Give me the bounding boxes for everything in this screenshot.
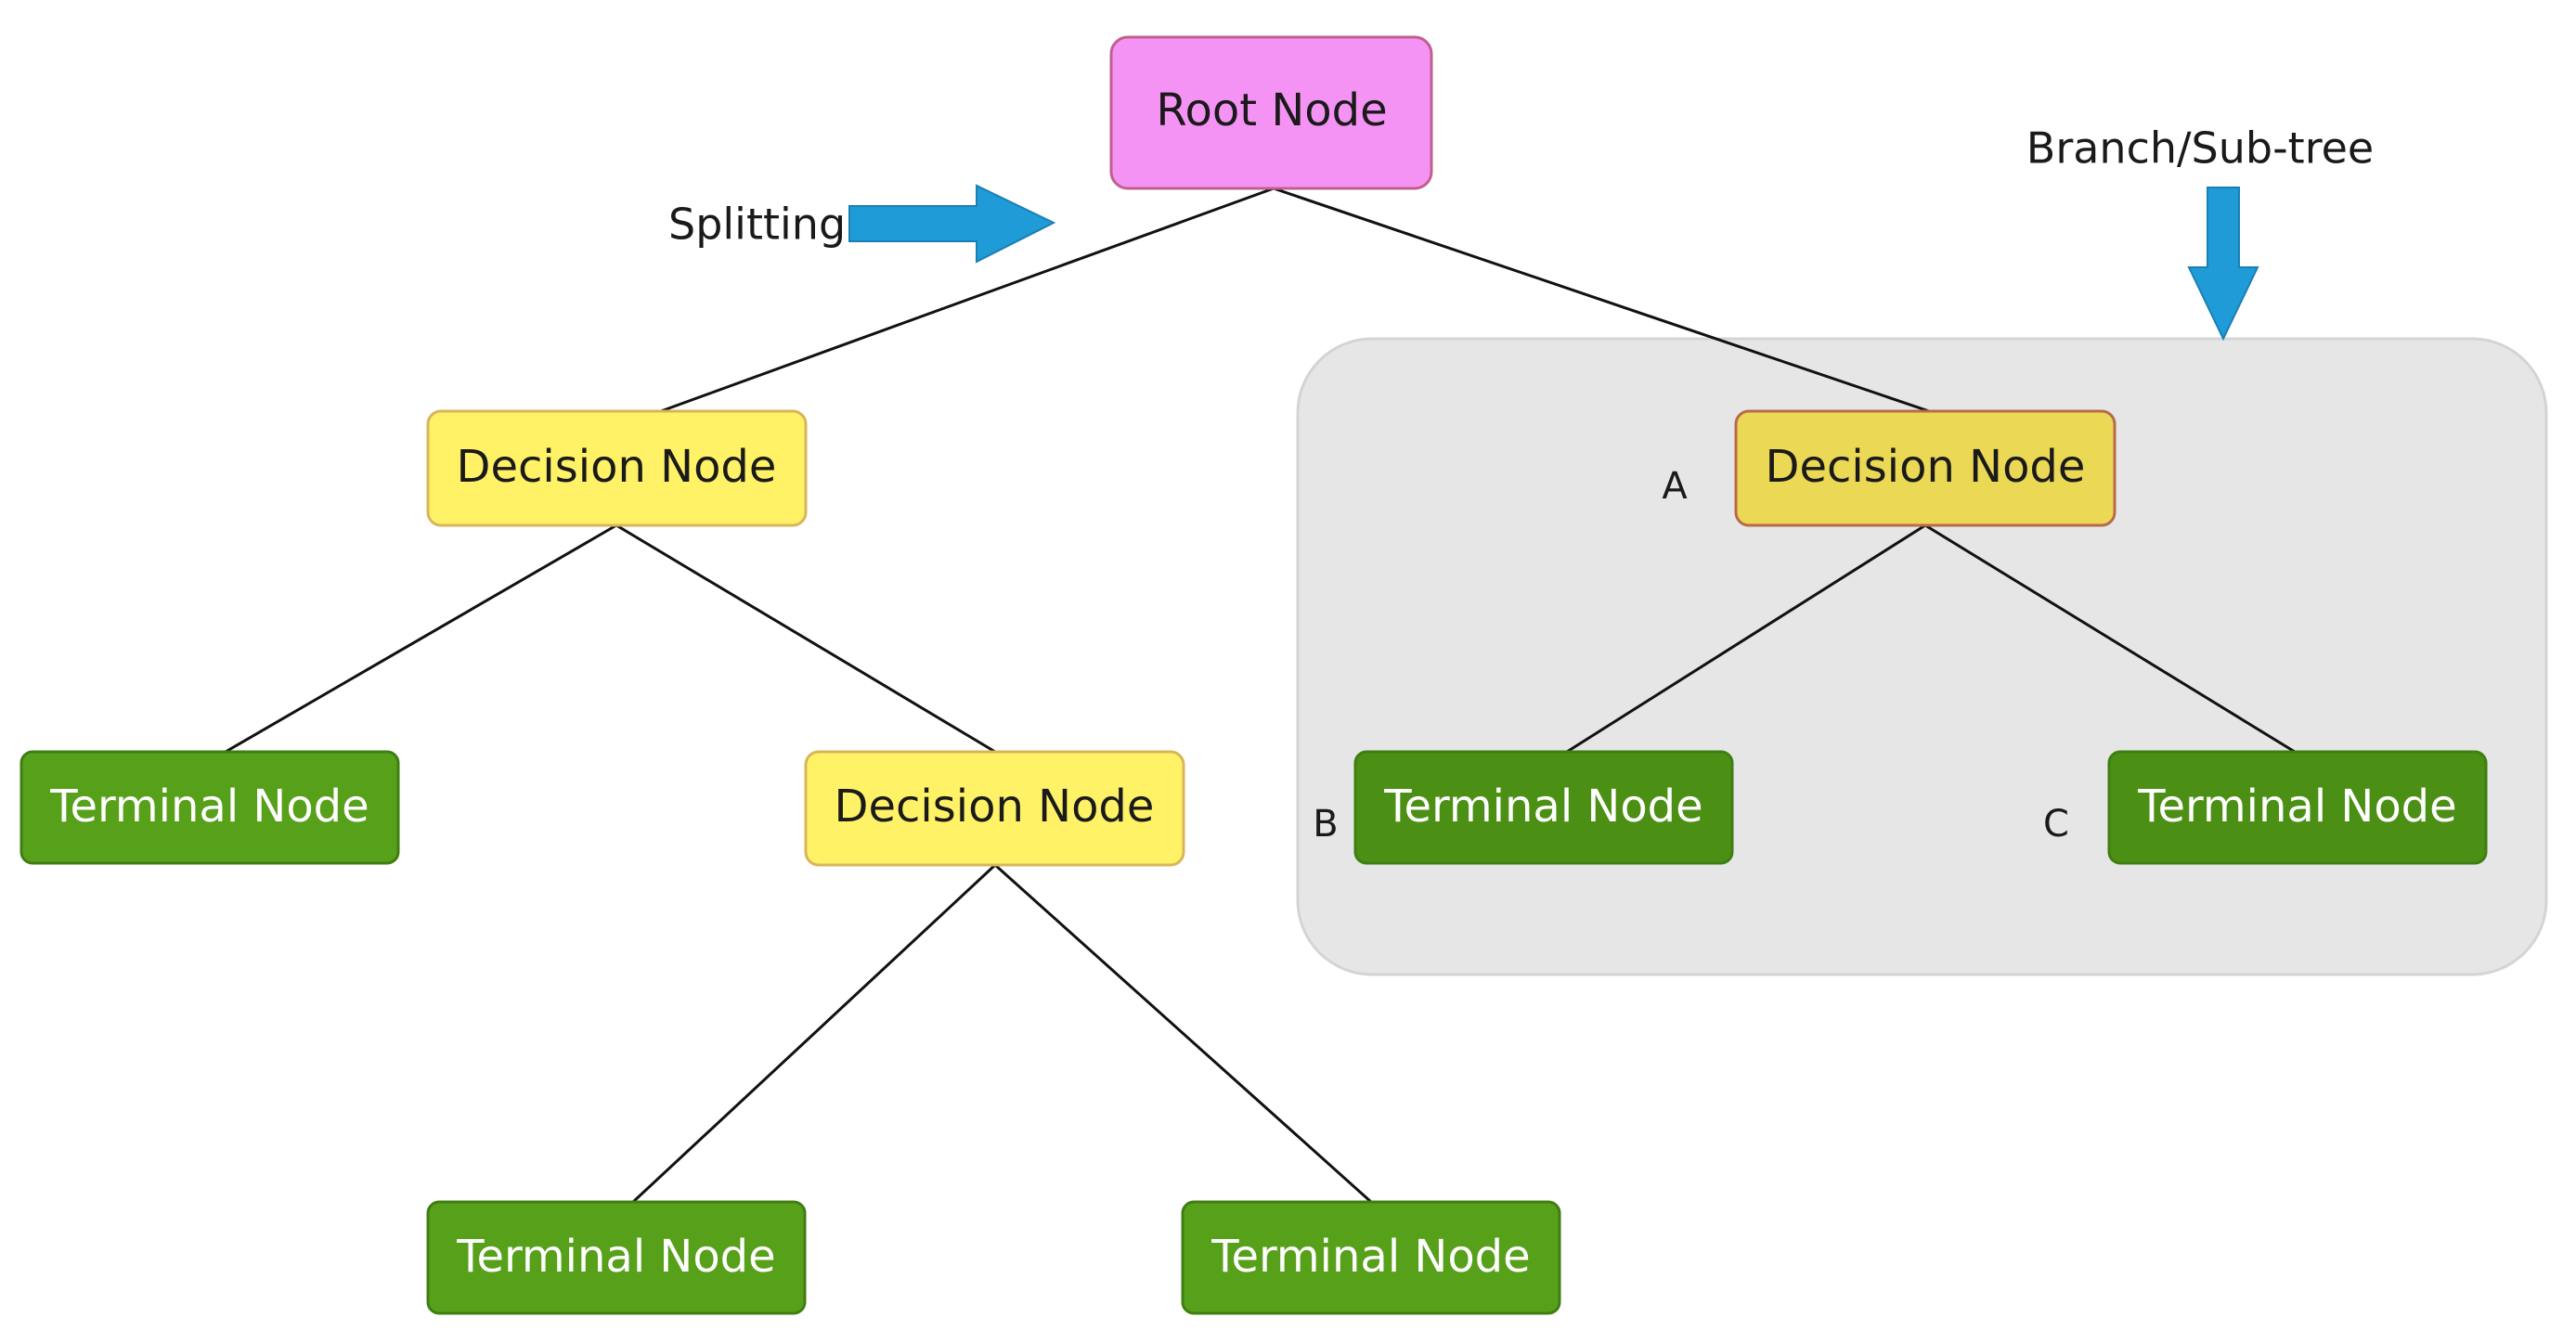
terminal-node-left-label: Terminal Node [49,781,369,833]
edge-decision-right-terminal-b [1566,523,1926,754]
splitting-label: Splitting [668,200,846,250]
terminal-node-bottom-left-label: Terminal Node [456,1231,775,1283]
edge-root-decision-right [1273,187,1930,413]
edge-decision-mid-terminal-bottom-right [993,863,1373,1204]
decision-node-mid: Decision Node [804,750,1185,867]
splitting-annotation: Splitting [668,184,1056,264]
edge-decision-right-terminal-c [1924,523,2296,754]
decision-node-left: Decision Node [426,409,808,527]
decision-node-a-label: Decision Node [1766,441,2086,493]
branch-arrow-icon [2187,187,2259,342]
terminal-node-b-tag: B [1313,803,1338,846]
terminal-node-b-box [1353,750,1734,865]
decision-node-left-label: Decision Node [457,441,777,493]
edges [225,187,2296,1204]
decision-node-left-box [426,409,808,527]
decision-node-a-box [1734,409,2116,527]
edge-decision-left-terminal-left [225,523,617,754]
branch-label: Branch/Sub-tree [2026,123,2374,174]
root-node-box [1109,35,1433,190]
terminal-node-c-tag: C [2043,803,2069,846]
terminal-node-c-label: Terminal Node [2137,781,2456,833]
terminal-node-left: Terminal Node [19,750,400,865]
decision-node-a: Decision Node A [1662,409,2116,527]
decision-node-a-tag: A [1662,465,1688,508]
terminal-node-bottom-left-box [426,1200,807,1315]
edge-decision-left-decision-mid [615,523,996,754]
edge-root-decision-left [660,187,1275,413]
terminal-node-bottom-right: Terminal Node [1181,1200,1561,1315]
branch-annotation: Branch/Sub-tree [2026,123,2374,342]
decision-node-mid-box [804,750,1185,867]
terminal-node-left-box [19,750,400,865]
terminal-node-b: Terminal Node B [1313,750,1734,865]
terminal-node-b-label: Terminal Node [1383,781,1702,833]
terminal-node-bottom-right-box [1181,1200,1561,1315]
edge-decision-mid-terminal-bottom-left [631,863,997,1204]
root-node-label: Root Node [1156,84,1387,136]
terminal-node-c: Terminal Node C [2043,750,2488,865]
decision-node-mid-label: Decision Node [835,781,1155,833]
terminal-node-c-box [2107,750,2488,865]
root-node: Root Node [1109,35,1433,190]
terminal-node-bottom-left: Terminal Node [426,1200,807,1315]
splitting-arrow-icon [848,184,1056,264]
terminal-node-bottom-right-label: Terminal Node [1210,1231,1530,1283]
